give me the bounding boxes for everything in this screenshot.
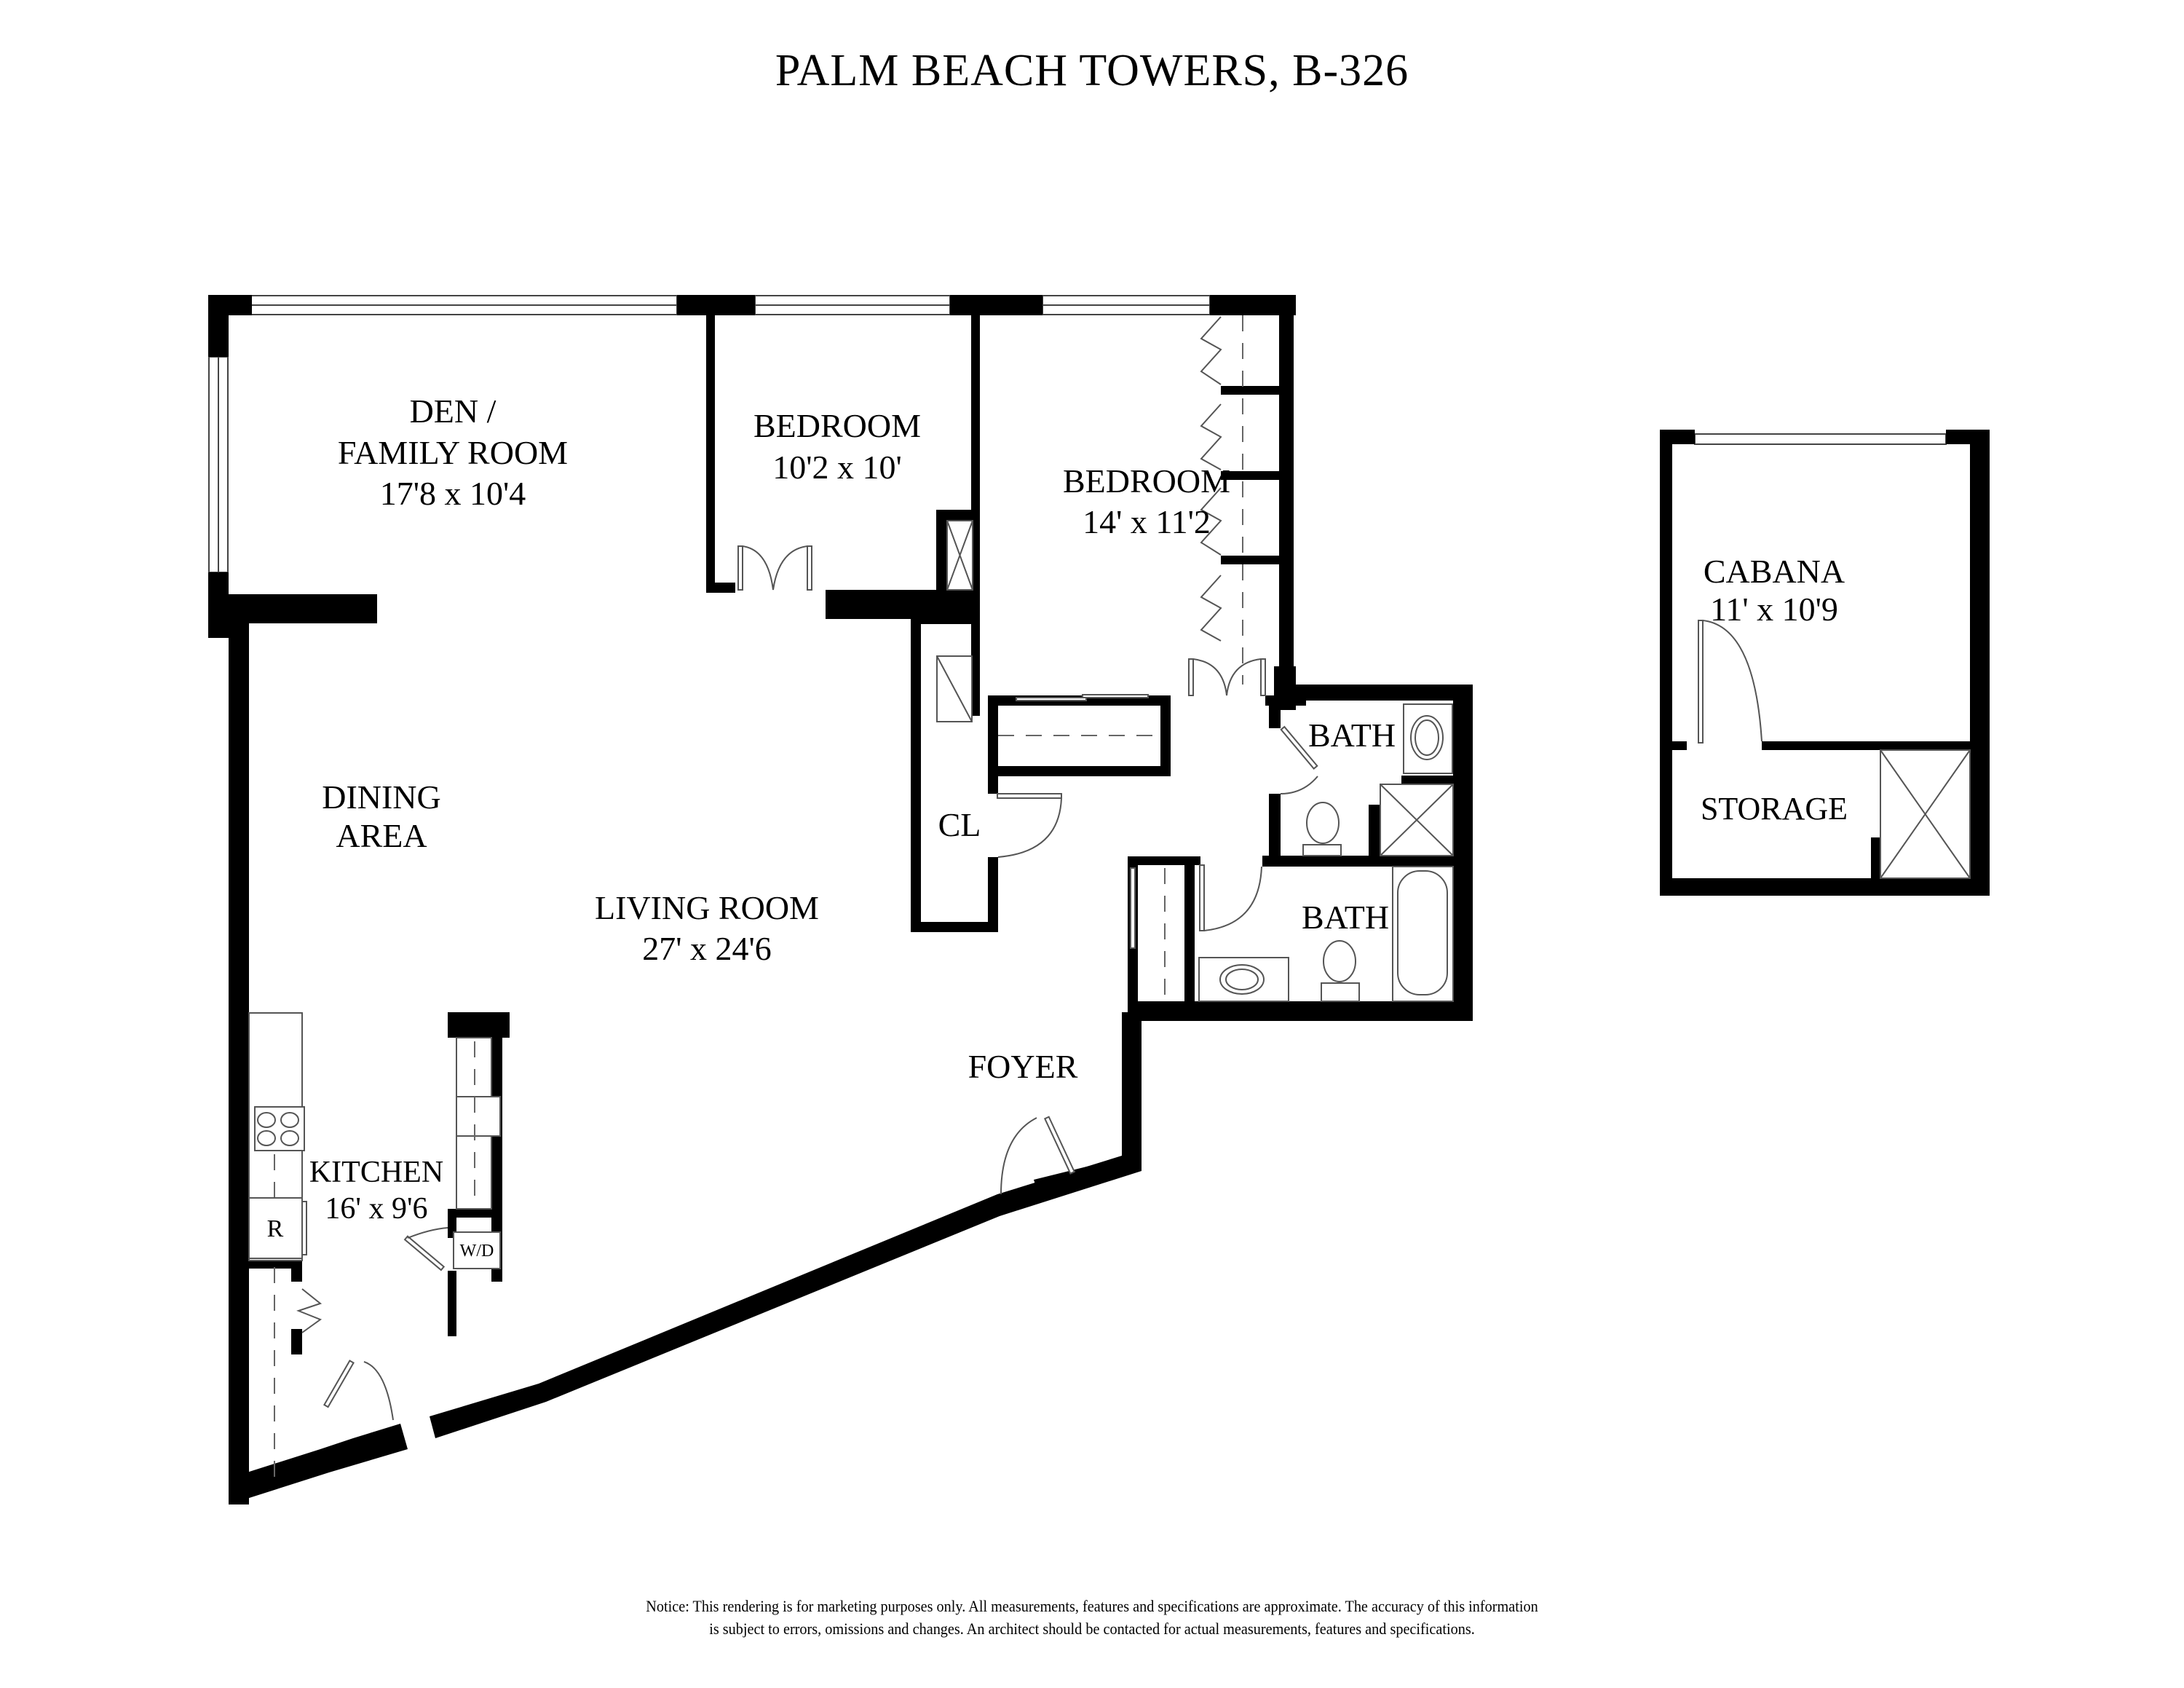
cabana-window	[1694, 433, 1947, 445]
bath-upper-label: BATH	[1308, 717, 1396, 754]
bathtub	[1392, 866, 1454, 1002]
foyer-label: FOYER	[968, 1048, 1078, 1085]
notice-line-2: is subject to errors, omissions and chan…	[709, 1620, 1475, 1638]
door-leaf	[737, 545, 743, 591]
door-swing	[997, 797, 1062, 858]
plan-title: PALM BEACH TOWERS, B-326	[775, 46, 1409, 95]
kitchen-dims: 16' x 9'6	[325, 1192, 427, 1226]
closet-label: CL	[938, 806, 981, 843]
den-label-2: FAMILY ROOM	[338, 434, 568, 471]
door-swing	[1192, 658, 1262, 696]
washer-dryer	[453, 1231, 501, 1269]
dining-label: DINING	[322, 778, 441, 816]
bedroom-large-dims: 14' x 11'2	[1083, 503, 1211, 540]
sink-icon	[456, 1096, 501, 1137]
bedroom-large-label: BEDROOM	[1063, 462, 1230, 500]
room-labels: DEN / FAMILY ROOM 17'8 x 10'4 BEDROOM 10…	[267, 393, 1848, 1261]
disclaimer-notice: Notice: This rendering is for marketing …	[87, 1595, 2097, 1640]
bath-lower-label: BATH	[1302, 899, 1389, 936]
notice-line-1: Notice: This rendering is for marketing …	[646, 1597, 1538, 1615]
door-swing	[1702, 620, 1762, 742]
den-dims: 17'8 x 10'4	[380, 475, 526, 512]
living-dims: 27' x 24'6	[642, 930, 772, 967]
washer-dryer-label: W/D	[460, 1242, 494, 1261]
door-swing	[1203, 866, 1262, 931]
storage-label: STORAGE	[1701, 791, 1848, 827]
den-label: DEN /	[410, 393, 496, 430]
refrigerator	[248, 1197, 303, 1259]
toilet	[1323, 940, 1356, 982]
toilet	[1306, 802, 1340, 844]
dining-label-2: AREA	[336, 817, 427, 854]
cabana-walls	[1660, 430, 1990, 896]
cabana-dims: 11' x 10'9	[1710, 591, 1838, 628]
cabana-label: CABANA	[1704, 553, 1845, 590]
bedroom-small-label: BEDROOM	[753, 407, 921, 444]
vanity	[1198, 957, 1289, 1002]
walls	[208, 295, 1473, 1504]
living-label: LIVING ROOM	[595, 889, 819, 926]
door-swing	[742, 545, 808, 591]
door-leaf	[807, 545, 812, 591]
bedroom-small-dims: 10'2 x 10'	[772, 449, 902, 486]
kitchen-label: KITCHEN	[309, 1156, 443, 1189]
fixtures	[248, 315, 1971, 1486]
cl-door	[997, 793, 1062, 799]
refrigerator-label: R	[267, 1215, 284, 1242]
